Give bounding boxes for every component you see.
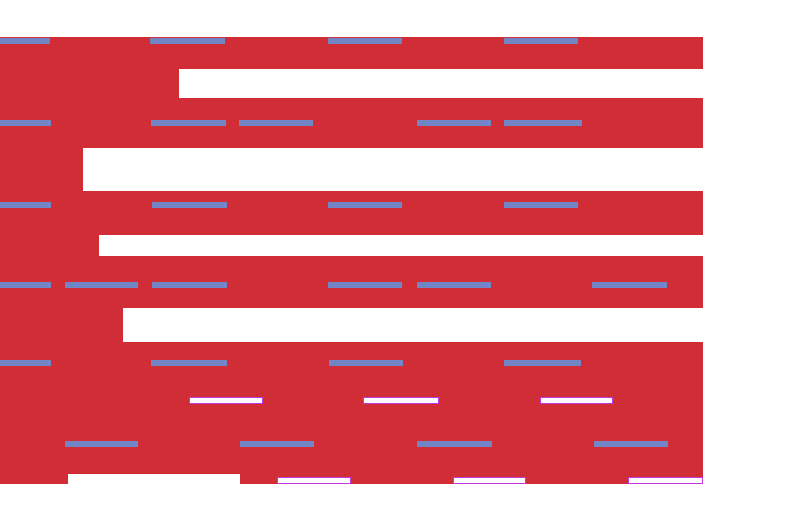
white-gap-band (123, 308, 799, 342)
blue-bar (150, 38, 225, 44)
white-gap-band (99, 235, 799, 256)
blue-bar (417, 282, 491, 288)
blue-bar (239, 120, 313, 126)
red-block (0, 37, 703, 484)
blue-bar (328, 282, 402, 288)
blue-bar (504, 360, 581, 366)
white-gap-band (179, 69, 799, 98)
magenta-outlined-bar (363, 397, 439, 404)
blue-bar (0, 38, 50, 44)
blue-bar (594, 441, 668, 447)
blue-bar (151, 120, 226, 126)
blue-bar (417, 120, 491, 126)
blue-bar (504, 120, 582, 126)
blue-bar (152, 282, 227, 288)
blue-bar (0, 282, 51, 288)
blue-bar (592, 282, 667, 288)
magenta-outlined-bar (189, 397, 263, 404)
blue-bar (0, 360, 51, 366)
blue-bar (0, 202, 51, 208)
magenta-outlined-bar (540, 397, 613, 404)
blue-bar (65, 441, 138, 447)
blue-bar (152, 202, 227, 208)
blue-bar (504, 38, 578, 44)
magenta-outlined-bar (628, 477, 703, 484)
magenta-outlined-bar (277, 477, 351, 484)
blue-bar (329, 360, 403, 366)
blue-bar (0, 120, 51, 126)
blue-bar (240, 441, 314, 447)
blue-bar (417, 441, 492, 447)
blue-bar (151, 360, 227, 366)
magenta-outlined-bar (453, 477, 526, 484)
white-gap-band (68, 474, 240, 509)
blue-bar (328, 38, 402, 44)
blue-bar (328, 202, 402, 208)
blue-bar (504, 202, 578, 208)
white-gap-band (83, 148, 799, 191)
blue-bar (65, 282, 138, 288)
